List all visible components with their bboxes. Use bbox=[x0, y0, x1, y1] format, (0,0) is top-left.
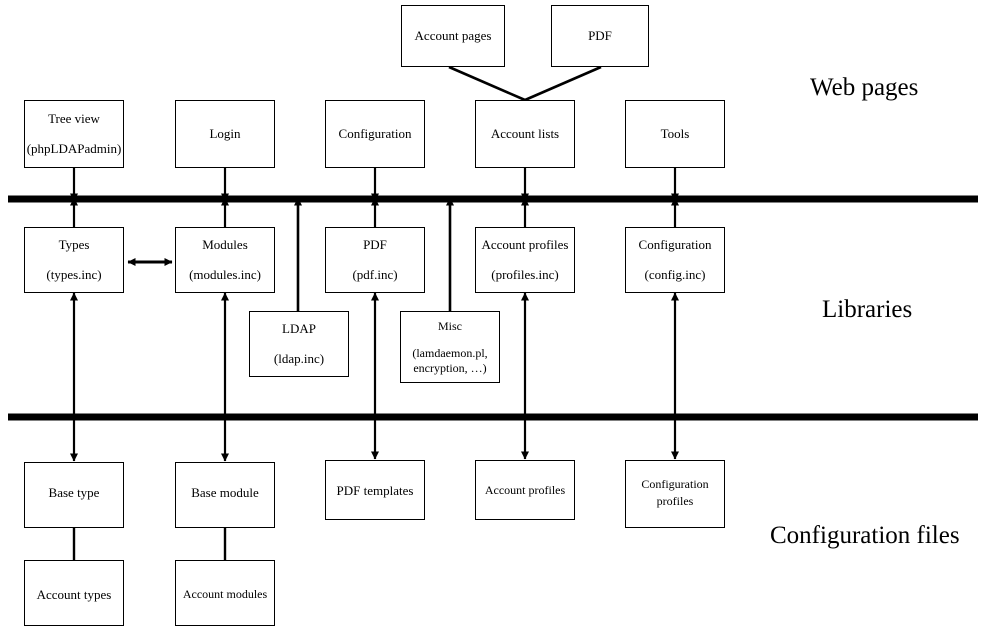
node-misc-lib-sublabel-1: (lamdaemon.pl, bbox=[412, 345, 488, 360]
node-account-profiles-lib-label: Account profiles bbox=[481, 236, 569, 252]
node-ldap-lib[interactable]: LDAP (ldap.inc) bbox=[249, 311, 349, 377]
node-types-lib-label: Types bbox=[58, 236, 90, 252]
connector-account-pages-to-account-lists bbox=[448, 65, 526, 102]
node-base-type-label: Base type bbox=[48, 485, 100, 500]
node-pdf-templates-label: PDF templates bbox=[336, 483, 414, 498]
connector-pdf-to-account-lists bbox=[524, 65, 602, 102]
node-configuration-page-label: Configuration bbox=[338, 125, 412, 141]
node-pdf-source[interactable]: PDF bbox=[551, 5, 649, 67]
node-account-types[interactable]: Account types bbox=[24, 560, 124, 626]
node-account-pages-label: Account pages bbox=[414, 27, 492, 43]
node-account-pages[interactable]: Account pages bbox=[401, 5, 505, 67]
node-account-modules[interactable]: Account modules bbox=[175, 560, 275, 626]
node-configuration-lib-label: Configuration bbox=[638, 236, 712, 252]
node-account-lists-label: Account lists bbox=[490, 125, 560, 141]
node-account-modules-label: Account modules bbox=[182, 587, 268, 601]
node-ldap-lib-sublabel: (ldap.inc) bbox=[273, 351, 325, 366]
node-account-profiles-lib[interactable]: Account profiles (profiles.inc) bbox=[475, 227, 575, 293]
band-label-configuration-files: Configuration files bbox=[770, 522, 960, 549]
node-account-profiles-lib-sublabel: (profiles.inc) bbox=[491, 267, 559, 282]
node-login[interactable]: Login bbox=[175, 100, 275, 168]
node-tree-view-sublabel: (phpLDAPadmin) bbox=[26, 141, 122, 156]
node-modules-lib-label: Modules bbox=[202, 236, 248, 252]
band-label-web-pages: Web pages bbox=[810, 74, 919, 101]
node-types-lib[interactable]: Types (types.inc) bbox=[24, 227, 124, 293]
node-tree-view[interactable]: Tree view (phpLDAPadmin) bbox=[24, 100, 124, 168]
node-account-profiles-file[interactable]: Account profiles bbox=[475, 460, 575, 520]
node-account-profiles-file-label: Account profiles bbox=[484, 483, 566, 497]
node-modules-lib[interactable]: Modules (modules.inc) bbox=[175, 227, 275, 293]
node-misc-lib[interactable]: Misc (lamdaemon.pl, encryption, …) bbox=[400, 311, 500, 383]
node-account-types-label: Account types bbox=[36, 587, 112, 602]
node-configuration-profiles-file[interactable]: Configuration profiles bbox=[625, 460, 725, 528]
node-misc-lib-sublabel-2: encryption, …) bbox=[413, 360, 487, 375]
node-pdf-lib-sublabel: (pdf.inc) bbox=[352, 267, 398, 282]
node-pdf-lib-label: PDF bbox=[363, 236, 387, 252]
node-base-module-label: Base module bbox=[191, 485, 259, 500]
node-tree-view-label: Tree view bbox=[48, 110, 100, 126]
node-login-label: Login bbox=[209, 125, 241, 141]
node-pdf-source-label: PDF bbox=[588, 27, 612, 43]
node-account-lists[interactable]: Account lists bbox=[475, 100, 575, 168]
node-base-module[interactable]: Base module bbox=[175, 462, 275, 528]
node-tools-label: Tools bbox=[660, 125, 690, 141]
node-misc-lib-label: Misc bbox=[438, 318, 462, 333]
node-tools[interactable]: Tools bbox=[625, 100, 725, 168]
node-pdf-lib[interactable]: PDF (pdf.inc) bbox=[325, 227, 425, 293]
node-configuration-lib-sublabel: (config.inc) bbox=[644, 267, 706, 282]
node-configuration-profiles-file-label-2: profiles bbox=[656, 494, 694, 508]
node-modules-lib-sublabel: (modules.inc) bbox=[189, 267, 261, 282]
node-types-lib-sublabel: (types.inc) bbox=[46, 267, 102, 282]
band-label-libraries: Libraries bbox=[822, 296, 913, 323]
node-base-type[interactable]: Base type bbox=[24, 462, 124, 528]
node-ldap-lib-label: LDAP bbox=[282, 320, 316, 336]
node-configuration-page[interactable]: Configuration bbox=[325, 100, 425, 168]
node-configuration-profiles-file-label: Configuration bbox=[641, 477, 709, 491]
node-configuration-lib[interactable]: Configuration (config.inc) bbox=[625, 227, 725, 293]
node-pdf-templates[interactable]: PDF templates bbox=[325, 460, 425, 520]
